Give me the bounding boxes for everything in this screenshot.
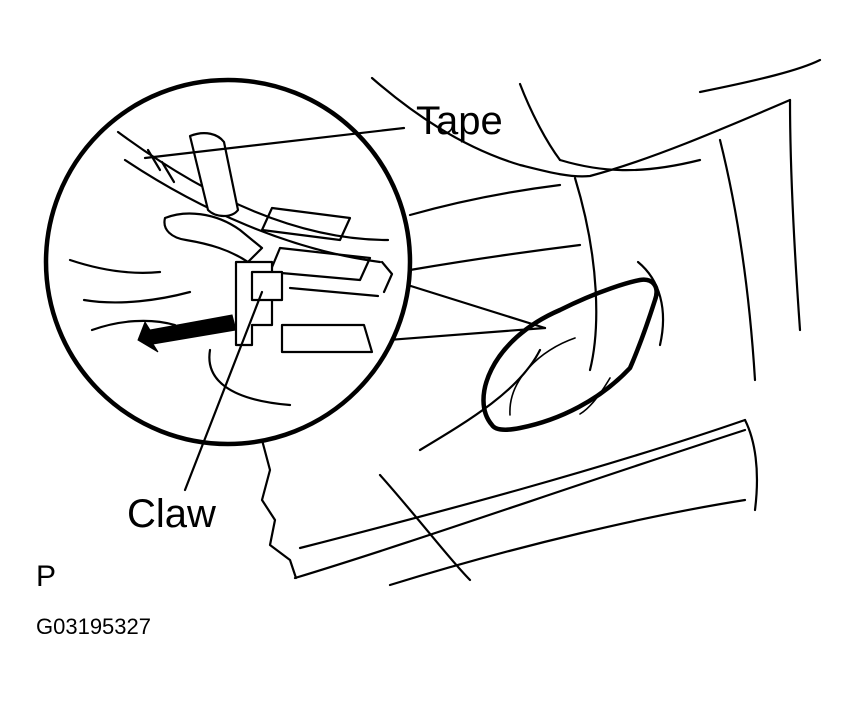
figure-id: G03195327 [36, 614, 151, 639]
detail-magnifier [43, 77, 413, 447]
vehicle-body [260, 58, 822, 587]
door-handle [481, 260, 665, 432]
tape-label: Tape [416, 99, 503, 143]
pull-direction-arrow [137, 314, 237, 353]
claw-label: Claw [127, 492, 216, 536]
leader-lines [143, 126, 406, 492]
view-code: P [36, 560, 57, 593]
